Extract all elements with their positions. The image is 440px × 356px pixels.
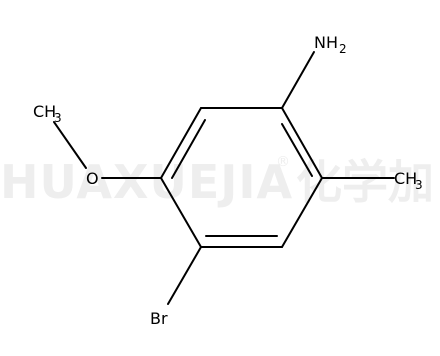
methoxy-carbon-subscript: 3	[54, 111, 62, 125]
bonds	[53, 51, 395, 305]
amine-subscript: 2	[339, 42, 347, 56]
ring-bond-lower-right	[281, 177, 323, 248]
ring-bond-upper-left	[160, 107, 202, 179]
oxygen-label: O	[86, 169, 99, 188]
ring-bond-upper-right	[281, 107, 323, 179]
watermark-registered: ®	[276, 154, 290, 170]
amine-label: NH	[314, 33, 338, 52]
atom-labels: NH 2 CH 3 O CH 3 Br	[33, 33, 423, 328]
bond-to-amine	[281, 51, 315, 109]
methyl-label: CH	[394, 169, 417, 188]
bromine-label: Br	[150, 309, 168, 328]
watermark-latin: HUAXUEJIA	[0, 155, 293, 209]
bond-to-bromine	[167, 246, 202, 305]
ring-bond-lower-left	[160, 177, 202, 248]
ring-double-bond-upper-right	[281, 123, 313, 177]
methoxy-carbon-label: CH	[33, 102, 56, 121]
methyl-subscript: 3	[415, 178, 423, 192]
watermark: HUAXUEJIA ® 化学加	[0, 154, 434, 209]
ring-double-bond-upper-left	[171, 119, 206, 179]
bond-oxygen-to-methoxy-carbon	[53, 121, 87, 169]
